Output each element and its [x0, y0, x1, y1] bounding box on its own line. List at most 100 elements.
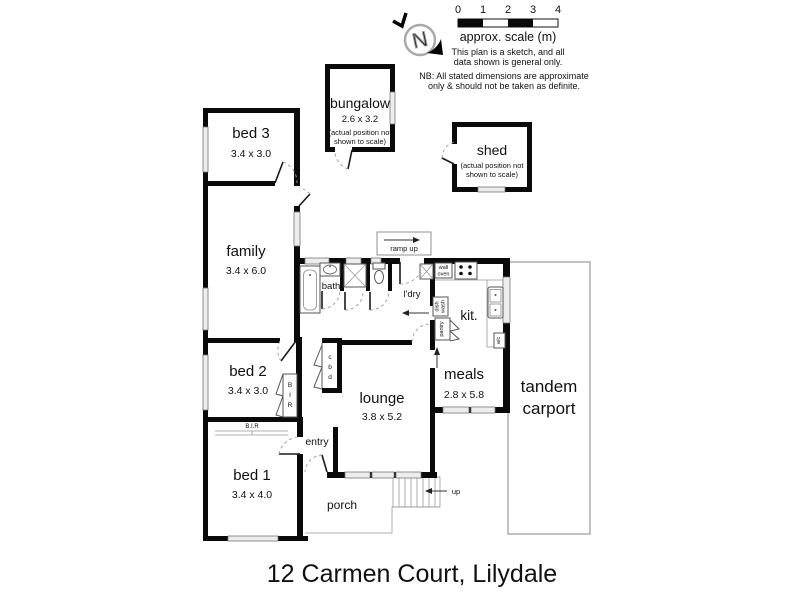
scale-bar-segment	[458, 19, 483, 27]
ramp-up-box: ramp up	[376, 231, 432, 256]
lounge-dims: 3.8 x 5.2	[362, 411, 402, 423]
carport-label-line2: carport	[523, 399, 576, 418]
front-door-arc	[304, 454, 323, 473]
bed2-dims: 3.4 x 3.0	[228, 385, 268, 397]
shed-note1: (actual position not	[461, 161, 525, 170]
dishwasher-label2: wash	[441, 300, 447, 314]
bungalow-label: bungalow	[330, 95, 391, 111]
bir-letter-r: R	[288, 402, 293, 409]
bed1-dims: 3.4 x 4.0	[232, 489, 272, 501]
meals-window-1	[442, 406, 470, 414]
bathroom-fixtures	[299, 262, 434, 316]
bed1-door-arc	[278, 436, 301, 455]
bed2-door-leaf	[280, 340, 297, 362]
bed1-bir-label: B.I.R	[245, 424, 259, 430]
carport-area: tandem carport	[507, 261, 591, 535]
ramp-up-label: ramp up	[390, 244, 418, 253]
north-compass-icon: N	[392, 12, 443, 57]
ramp-arrow	[413, 237, 420, 243]
meals-window-2	[470, 406, 496, 414]
bungalow-door-arc	[334, 149, 349, 170]
scale-tick-0: 0	[455, 4, 461, 16]
shower-door-arc	[344, 291, 364, 311]
scale-tick-1: 1	[480, 4, 486, 16]
stairs-outline	[392, 476, 441, 508]
porch-label: porch	[327, 498, 357, 512]
family-dims: 3.4 x 6.0	[226, 265, 266, 277]
bed3-door-leaf	[274, 161, 284, 184]
shed-door-arc	[441, 141, 455, 159]
toilet-cistern	[372, 262, 386, 270]
cbd-letter-b: b	[328, 364, 332, 371]
sketch-note-line2: data shown is general only.	[454, 57, 562, 67]
meals-dims: 2.8 x 5.8	[444, 389, 484, 401]
page-title: 12 Carmen Court, Lilydale	[267, 560, 557, 588]
laundry-direction-arrow	[402, 310, 409, 316]
dishwasher-label1: dish	[435, 301, 441, 311]
bed1-window	[227, 535, 279, 542]
bed3-label: bed 3	[232, 125, 270, 142]
cbd-letter-c: c	[328, 354, 332, 361]
bed3-dims: 3.4 x 3.0	[231, 148, 271, 160]
compass-letter: N	[410, 28, 430, 54]
air-conditioner	[493, 332, 506, 349]
up-arrow	[425, 488, 432, 494]
scale-label: approx. scale (m)	[460, 30, 557, 44]
lounge-door-arc	[411, 323, 431, 343]
bir-letter-i: I	[289, 392, 291, 399]
room-labels: bed 3 3.4 x 3.0 family 3.4 x 6.0 bed 2 3…	[226, 125, 484, 512]
wall-oven	[434, 262, 453, 279]
cbd-letter-d: d	[328, 374, 332, 381]
robes-cupboards: B.I.R B I R c b d	[215, 343, 332, 436]
bir-letter-b: B	[288, 382, 292, 389]
step-up-arrow	[434, 347, 440, 355]
sketch-note-line1: This plan is a sketch, and all	[451, 47, 564, 57]
nb-note-line1: NB: All stated dimensions are approximat…	[419, 71, 589, 81]
compass-pointer	[427, 39, 443, 55]
cooktop	[454, 261, 478, 280]
dishwasher	[432, 296, 449, 317]
porch-slab-edge	[305, 506, 440, 534]
wall-oven-label2: oven	[438, 272, 450, 278]
scale-bar-segment	[508, 19, 533, 27]
kitchen-window	[502, 276, 511, 324]
bed3-window	[202, 126, 209, 173]
lounge-label: lounge	[359, 390, 404, 407]
bed3-door-arc	[282, 161, 298, 184]
kitchen-fixtures: wall oven dish wash pantry a/c	[432, 261, 506, 368]
family-rear-door-leaf	[298, 193, 311, 207]
bath-window	[304, 257, 330, 265]
front-door-leaf	[321, 454, 328, 473]
scale-tick-2: 2	[505, 4, 511, 16]
nb-note-line2: only & should not be taken as definite.	[428, 81, 580, 91]
bungalow-door-leaf	[347, 149, 353, 170]
kitchen-sink	[487, 286, 504, 319]
entry-label: entry	[305, 436, 329, 448]
compass-circle	[403, 23, 437, 57]
family-rear-door-arc	[298, 187, 311, 195]
bed2-label: bed 2	[229, 363, 267, 380]
bath-door-arc	[321, 290, 341, 310]
bed2-window	[202, 354, 209, 411]
laundry-label: l'dry	[403, 289, 420, 300]
wc-door-arc	[369, 291, 390, 311]
family-east-window	[293, 211, 301, 247]
up-label: up	[452, 487, 460, 496]
compass-arrow	[392, 12, 408, 29]
pantry-label: pantry	[439, 321, 445, 337]
shed-window	[477, 186, 506, 193]
family-window	[202, 287, 209, 331]
scale-tick-3: 3	[530, 4, 536, 16]
bed1-bir-sliding-doors	[215, 430, 288, 436]
bed1-label: bed 1	[233, 467, 271, 484]
lounge-window-1	[344, 471, 371, 479]
bungalow-dims: 2.6 x 3.2	[342, 114, 378, 125]
carport-label-line1: tandem	[521, 377, 578, 396]
scale-tick-4: 4	[555, 4, 561, 16]
bungalow-window	[389, 91, 396, 125]
shed-note2: shown to scale)	[466, 170, 519, 179]
bed2-bir-robe	[282, 373, 298, 418]
stair-treads	[398, 477, 436, 507]
shower-window	[345, 257, 362, 265]
